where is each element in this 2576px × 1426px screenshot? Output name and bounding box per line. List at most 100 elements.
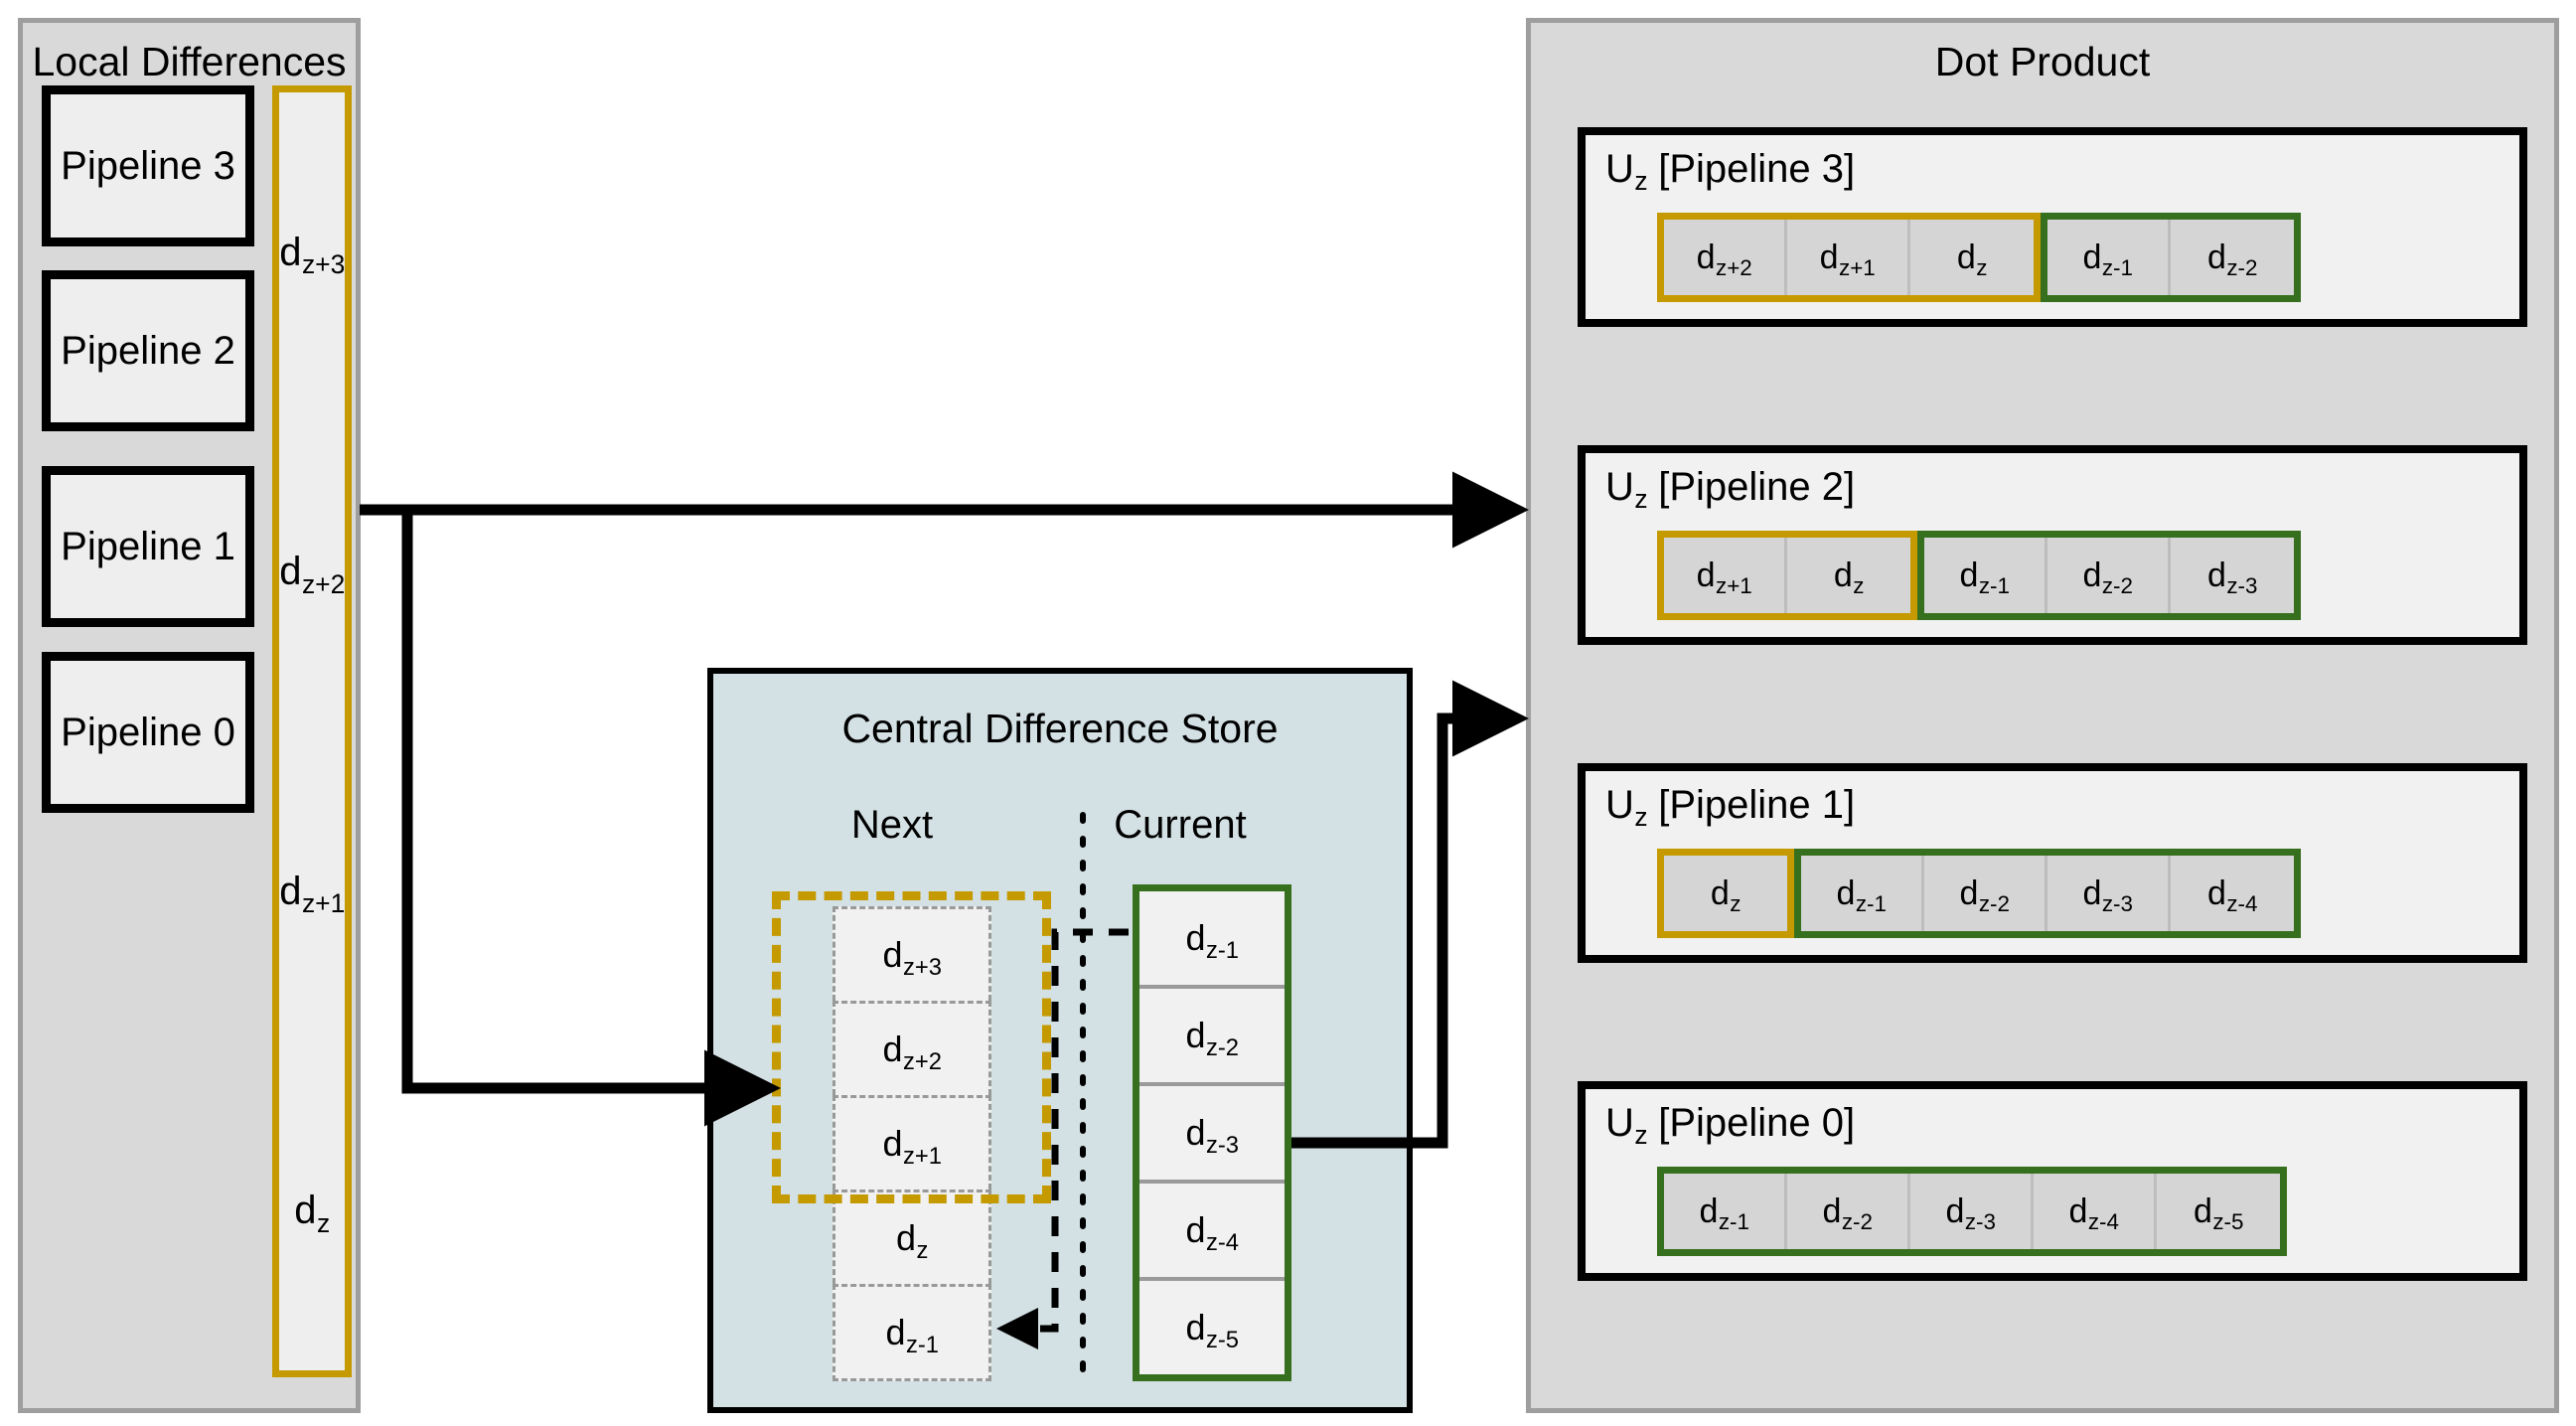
dot-product-row-pipeline-1: Uz [Pipeline 1] dz dz-1 dz-2 dz-3 dz-4 [1578, 763, 2527, 963]
local-diff-cell: dz+3 [279, 92, 345, 412]
d-base: d [1833, 556, 1853, 594]
dp-cell: dz-2 [1787, 1174, 1910, 1249]
d-base: d [1945, 1192, 1965, 1230]
current-column-label: Current [1114, 803, 1247, 847]
u-suffix: [Pipeline 2] [1647, 465, 1856, 509]
dp-cell: dz [1787, 538, 1910, 613]
d-base: d [1819, 238, 1839, 276]
d-base: d [1185, 917, 1206, 958]
dot-product-row-label: Uz [Pipeline 1] [1605, 783, 1856, 831]
d-sub: z+1 [1715, 573, 1752, 599]
u-sub: z [1634, 802, 1648, 833]
d-sub: z+2 [301, 568, 346, 599]
dp-cell: dz-4 [2171, 856, 2294, 931]
d-sub: z-1 [1718, 1209, 1749, 1235]
d-sub: z+1 [301, 888, 346, 919]
d-sub: z-5 [2212, 1209, 2244, 1235]
next-column-label: Next [850, 803, 934, 847]
u-sub: z [1634, 1120, 1648, 1151]
d-sub: z [317, 1207, 331, 1238]
d-base: d [1185, 1307, 1206, 1347]
local-diff-cell: dz+1 [279, 731, 345, 1051]
d-sub: z-1 [905, 1331, 939, 1358]
d-sub: z-2 [2101, 573, 2133, 599]
d-sub: z [916, 1236, 929, 1264]
d-base: d [1185, 1112, 1206, 1153]
local-diff-cell: dz+2 [279, 412, 345, 732]
u-base: U [1605, 1101, 1634, 1145]
d-sub: z-3 [1964, 1209, 1996, 1235]
u-base: U [1605, 783, 1634, 827]
dp-cell: dz-1 [1801, 856, 1924, 931]
pipeline-box-label: Pipeline 1 [61, 524, 235, 568]
dot-product-row-pipeline-2: Uz [Pipeline 2] dz+1 dz dz-1 dz-2 dz-3 [1578, 445, 2527, 645]
green-group: dz-1 dz-2 dz-3 dz-4 [1794, 849, 2301, 938]
dot-product-strip: dz+1 dz dz-1 dz-2 dz-3 [1657, 531, 2301, 620]
pipeline-box-label: Pipeline 3 [61, 143, 235, 188]
d-base: d [2206, 874, 2226, 912]
d-base: d [2082, 556, 2102, 594]
next-slot: dz [833, 1189, 991, 1284]
dp-cell: dz-2 [1924, 856, 2047, 931]
d-base: d [882, 1123, 903, 1164]
d-base: d [1696, 238, 1716, 276]
dp-cell: dz+2 [1664, 220, 1787, 295]
d-base: d [279, 230, 302, 274]
dp-cell: dz [1664, 856, 1787, 931]
local-diff-cell: dz [279, 1051, 345, 1371]
d-sub: z+2 [1715, 255, 1752, 281]
d-sub: z-3 [1205, 1131, 1239, 1159]
local-differences-title: Local Differences [32, 39, 347, 84]
next-slot: dz-1 [833, 1284, 991, 1381]
d-sub: z-1 [1855, 891, 1887, 917]
d-sub: z [1976, 255, 1988, 281]
d-sub: z+1 [903, 1142, 942, 1170]
d-base: d [1696, 556, 1716, 594]
central-difference-store-title: Central Difference Store [841, 706, 1279, 751]
gold-group: dz+1 dz [1657, 531, 1917, 620]
d-sub: z-3 [2101, 891, 2133, 917]
pipeline-box-0: Pipeline 0 [42, 652, 254, 813]
d-base: d [1959, 556, 1979, 594]
d-base: d [2206, 556, 2226, 594]
dp-cell: dz-1 [2047, 220, 2171, 295]
green-group: dz-1 dz-2 [2041, 213, 2301, 302]
dot-product-strip: dz+2 dz+1 dz dz-1 dz-2 [1657, 213, 2301, 302]
current-slot: dz-4 [1139, 1180, 1285, 1277]
d-base: d [1699, 1192, 1719, 1230]
green-group: dz-1 dz-2 dz-3 [1917, 531, 2301, 620]
d-sub: z [1730, 891, 1742, 917]
dp-cell: dz-3 [2047, 856, 2171, 931]
d-base: d [1959, 874, 1979, 912]
dp-cell: dz-3 [2171, 538, 2294, 613]
u-suffix: [Pipeline 1] [1647, 783, 1856, 827]
u-suffix: [Pipeline 3] [1647, 147, 1856, 191]
dot-product-strip: dz-1 dz-2 dz-3 dz-4 dz-5 [1657, 1167, 2287, 1256]
d-base: d [279, 550, 302, 594]
gold-group: dz [1657, 849, 1794, 938]
current-slot: dz-1 [1139, 891, 1285, 985]
d-sub: z-1 [1205, 936, 1239, 964]
current-difference-stack: dz-1 dz-2 dz-3 dz-4 dz-5 [1133, 884, 1291, 1381]
dp-cell: dz-3 [1910, 1174, 2034, 1249]
central-difference-store-panel: Central Difference Store Next Current [707, 668, 1413, 1413]
d-sub: z-2 [1841, 1209, 1873, 1235]
dp-cell: dz-2 [2171, 220, 2294, 295]
pipeline-box-label: Pipeline 2 [61, 328, 235, 373]
d-sub: z-3 [2226, 573, 2258, 599]
dp-cell: dz+1 [1664, 538, 1787, 613]
d-base: d [294, 1188, 317, 1233]
next-slot: dz+1 [833, 1095, 991, 1189]
d-sub: z+1 [1838, 255, 1876, 281]
pipeline-box-label: Pipeline 0 [61, 710, 235, 754]
d-sub: z-2 [2226, 255, 2258, 281]
d-base: d [2082, 238, 2102, 276]
green-group: dz-1 dz-2 dz-3 dz-4 dz-5 [1657, 1167, 2287, 1256]
pipeline-box-1: Pipeline 1 [42, 466, 254, 627]
d-sub: z-2 [1978, 891, 2010, 917]
d-sub: z-4 [1205, 1228, 1239, 1256]
d-sub: z-5 [1205, 1326, 1239, 1353]
dp-cell: dz-2 [2047, 538, 2171, 613]
d-base: d [1956, 238, 1976, 276]
